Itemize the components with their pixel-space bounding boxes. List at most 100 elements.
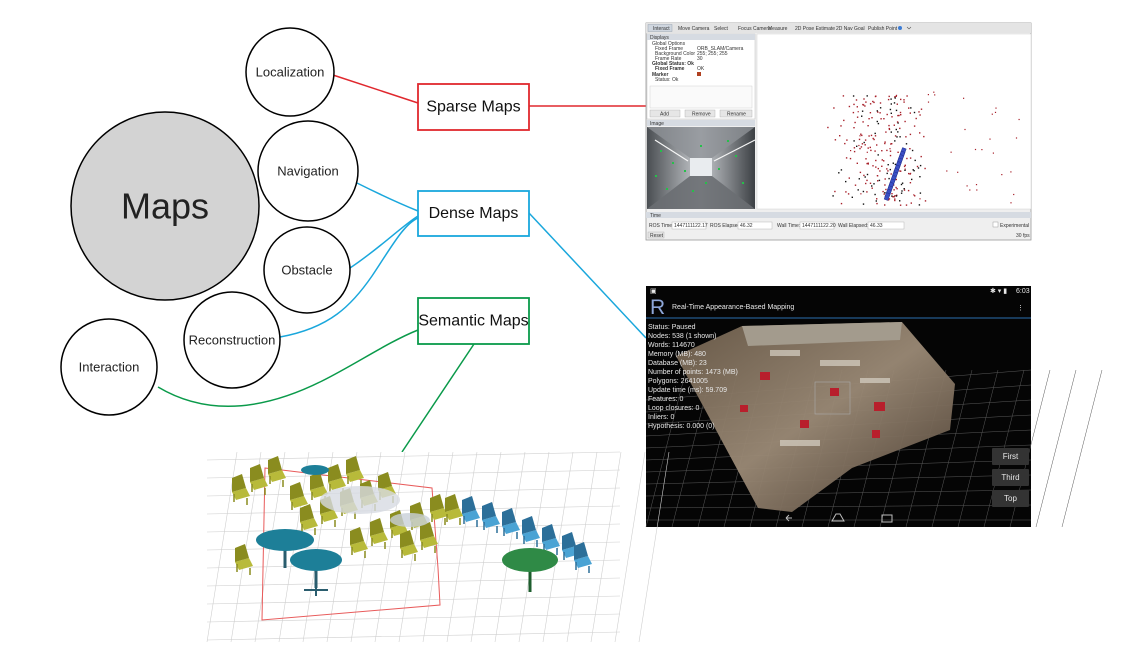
top-view-button[interactable]	[992, 490, 1029, 507]
wall-elapsed-field[interactable]	[867, 221, 905, 230]
plus-icon[interactable]	[898, 26, 902, 30]
map-point	[861, 143, 864, 145]
map-point	[884, 184, 886, 186]
map-point	[888, 198, 891, 200]
rviz-tool-focus-camera[interactable]: Focus Camera	[738, 26, 771, 32]
semantic-maps-box	[417, 297, 530, 345]
rviz-tool-move-camera[interactable]: Move Camera	[678, 26, 710, 32]
map-point	[900, 183, 903, 186]
add-button[interactable]	[649, 109, 681, 118]
map-point	[839, 135, 841, 137]
rviz-tool-2d-nav-goal[interactable]: 2D Nav Goal	[836, 26, 865, 32]
grid-line	[518, 451, 550, 643]
map-point	[885, 131, 887, 133]
map-point	[913, 194, 915, 196]
map-point	[887, 170, 889, 172]
map-point	[895, 186, 897, 189]
rename-button[interactable]	[719, 109, 753, 118]
stat-polygons: Polygons: 2641005	[648, 378, 708, 385]
tree-value-fixed-frame[interactable]: ORB_SLAM/Camera	[697, 46, 744, 52]
map-point	[904, 169, 906, 171]
marker-checkbox[interactable]	[697, 72, 701, 76]
ros-time-field[interactable]	[671, 221, 707, 230]
map-point	[888, 95, 890, 98]
map-point	[894, 163, 897, 166]
map-point	[886, 149, 888, 152]
stat-nodes: Nodes: 538 (1 shown)	[648, 333, 716, 340]
tree-value-frame-rate[interactable]: 30	[697, 56, 703, 62]
tree-item-global-options[interactable]: Global Options	[652, 41, 686, 47]
grid-line	[206, 613, 621, 623]
tree-value-background-color[interactable]: 255; 255; 255	[697, 51, 728, 57]
map-point	[846, 139, 848, 141]
map-point	[865, 182, 867, 185]
map-point	[1001, 174, 1003, 176]
map-point	[1018, 118, 1020, 121]
rviz-tool-publish-point[interactable]: Publish Point	[868, 26, 898, 32]
wall-time-field[interactable]	[799, 221, 835, 230]
map-point	[853, 103, 855, 106]
map-point	[894, 199, 896, 202]
orb-feature-points	[655, 140, 744, 192]
map-point	[879, 170, 881, 172]
map-point	[890, 103, 892, 105]
back-icon[interactable]	[785, 514, 792, 522]
map-point	[869, 146, 871, 149]
map-point	[909, 112, 911, 114]
map-point	[904, 168, 906, 170]
connectors	[157, 74, 647, 453]
connector-obstacle-dense	[349, 215, 419, 269]
experimental-checkbox[interactable]	[992, 221, 999, 228]
map-point	[851, 196, 853, 198]
tree-item-marker[interactable]: Marker	[652, 72, 668, 78]
third-person-label: Third	[1001, 473, 1019, 482]
android-nav-bar	[785, 513, 893, 523]
map-point	[905, 136, 907, 138]
map-point	[881, 159, 883, 161]
map-point	[884, 141, 886, 143]
tree-item-background-color: Background Color	[655, 51, 695, 57]
chair	[346, 456, 364, 487]
rviz-tool-select[interactable]: Select	[714, 26, 729, 32]
map-point	[866, 162, 868, 165]
grid-line	[645, 489, 1032, 497]
ros-elapsed-field[interactable]	[737, 221, 773, 230]
map-point	[877, 167, 879, 170]
recents-icon[interactable]	[881, 514, 893, 523]
grid-line	[326, 451, 358, 643]
reset-button[interactable]	[647, 231, 665, 239]
map-point	[957, 171, 959, 173]
map-point	[927, 94, 929, 96]
first-person-button[interactable]	[992, 448, 1029, 465]
map-point	[840, 125, 842, 127]
tree-item-frame-rate: Frame Rate	[655, 56, 682, 62]
map-point	[896, 103, 898, 105]
home-icon[interactable]	[831, 513, 845, 522]
rviz-interact-tool[interactable]	[647, 24, 673, 32]
rviz-tool-2d-pose[interactable]: 2D Pose Estimate	[795, 26, 835, 32]
map-point	[874, 135, 877, 137]
map-point	[879, 112, 881, 114]
rviz-tool-interact-label: Interact	[653, 26, 670, 32]
rviz-displays-title: Displays	[650, 35, 669, 41]
overflow-menu-icon[interactable]: ⋮	[1017, 305, 1024, 312]
map-point	[860, 146, 863, 148]
rviz-tool-measure[interactable]: Measure	[768, 26, 788, 32]
map-point	[910, 202, 912, 204]
chevron-down-icon[interactable]	[906, 26, 912, 30]
map-point	[895, 178, 897, 181]
map-point	[910, 107, 912, 109]
localization-circle	[245, 27, 335, 117]
map-point	[950, 151, 952, 153]
map-point	[900, 114, 902, 116]
connector-navigation-dense	[356, 182, 419, 212]
map-point	[862, 203, 865, 205]
chair	[542, 524, 560, 555]
remove-button[interactable]	[684, 109, 716, 118]
map-point	[875, 159, 877, 162]
map-point	[900, 170, 902, 172]
map-point	[887, 164, 889, 166]
map-point	[854, 121, 856, 124]
third-person-button[interactable]	[992, 469, 1029, 486]
chair	[482, 502, 500, 533]
